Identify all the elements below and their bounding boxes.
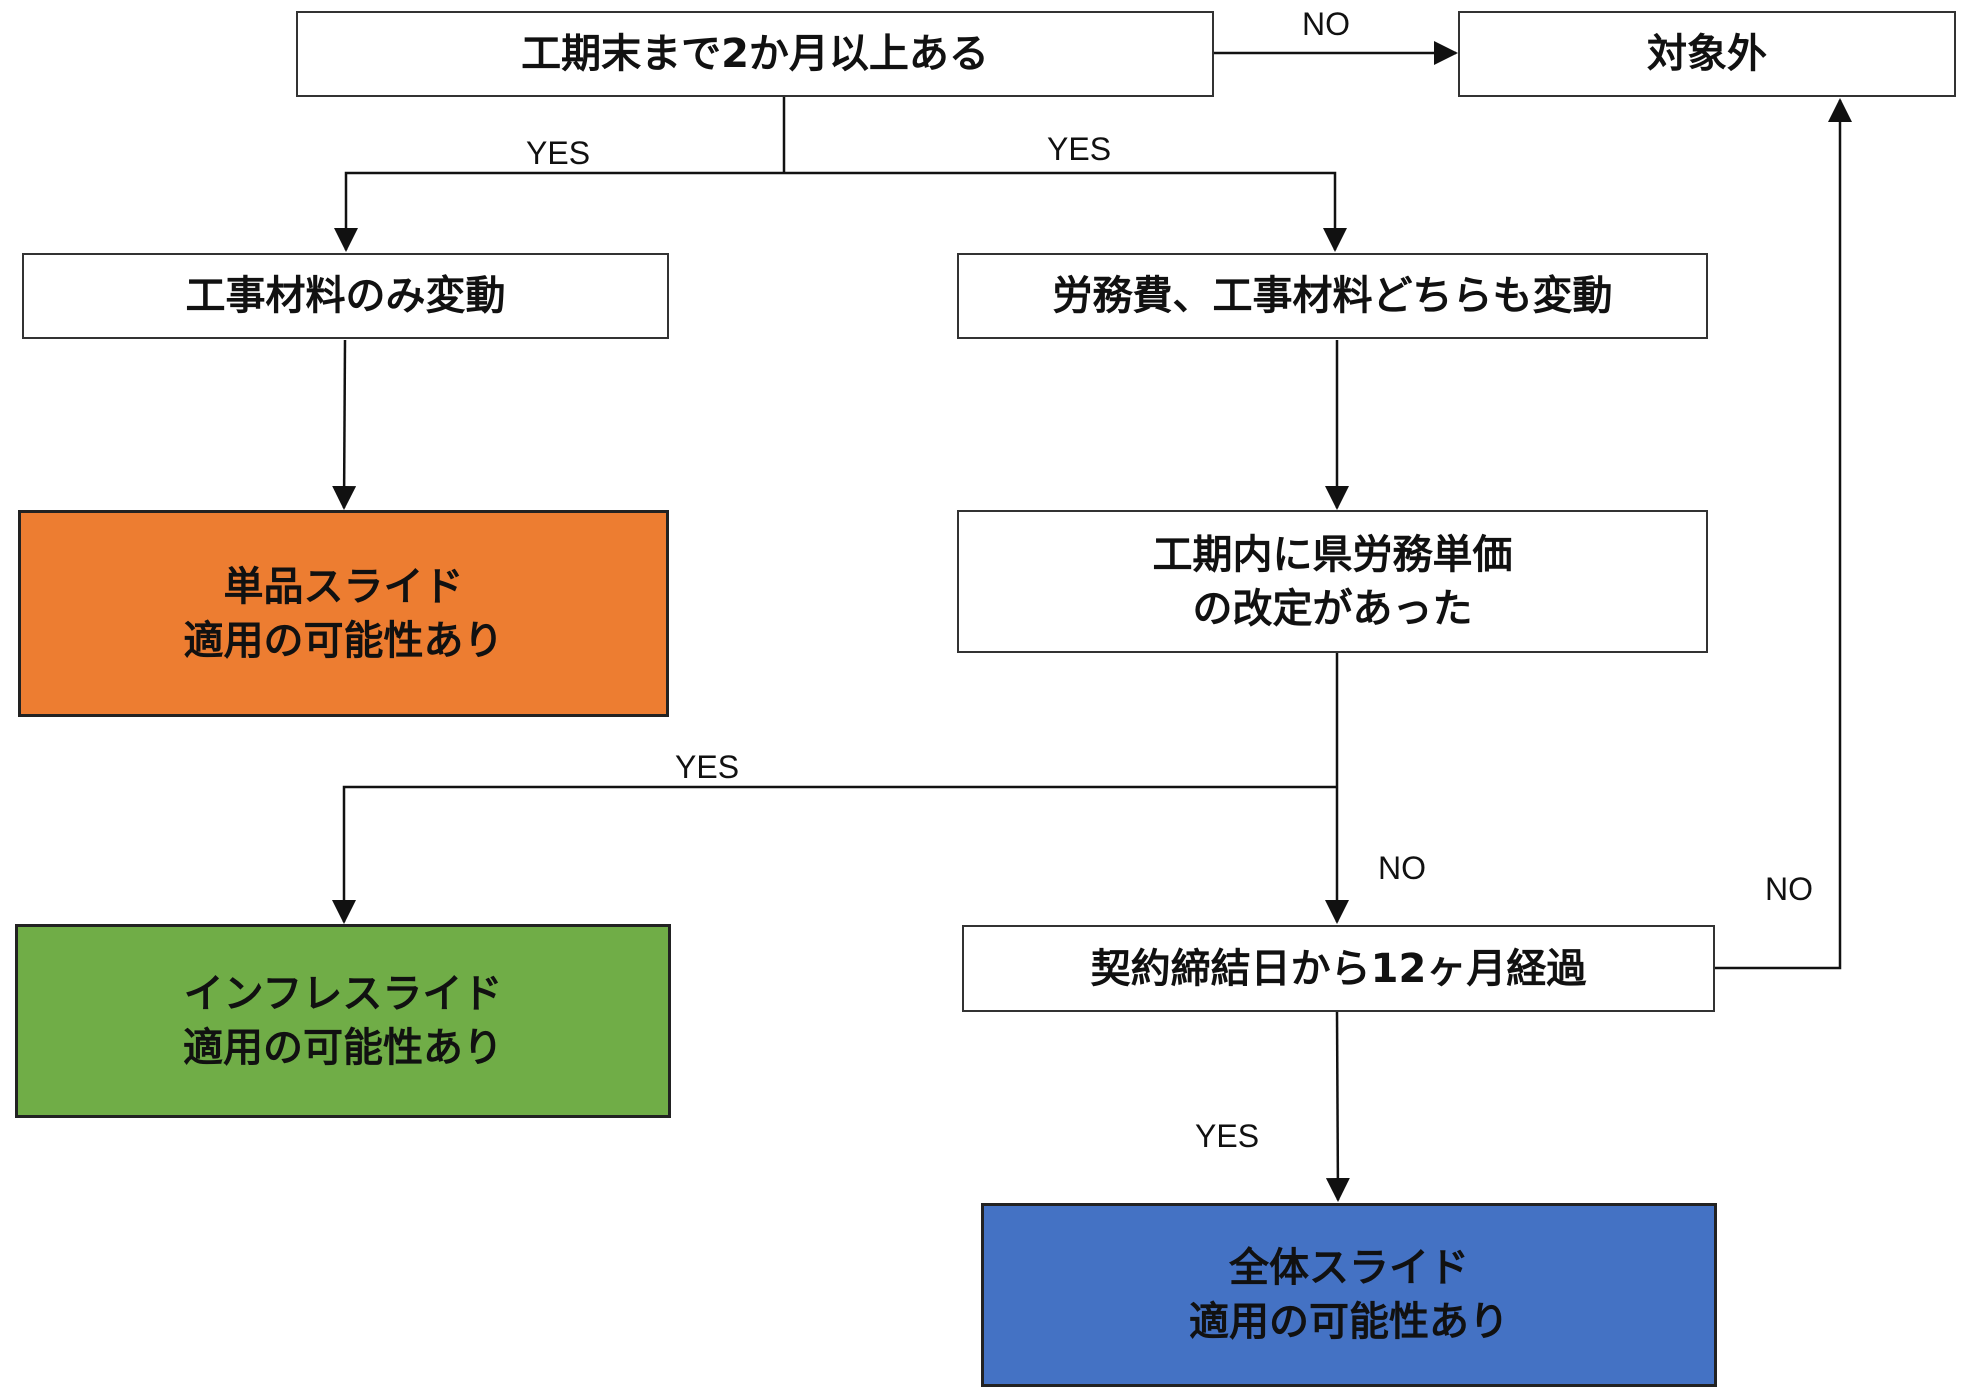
node-inflation-slide: インフレスライド 適用の可能性あり <box>15 924 671 1118</box>
node-inflation-slide-line2: 適用の可能性あり <box>183 1025 503 1071</box>
node-contract-12m: 契約締結日から12ヶ月経過 <box>962 925 1715 1012</box>
node-single-slide-line2: 適用の可能性あり <box>183 617 504 664</box>
edge-start-to-material <box>334 171 784 252</box>
node-full-slide: 全体スライド 適用の可能性あり <box>981 1203 1717 1387</box>
edge-label-revision-to-contract: NO <box>1378 850 1426 886</box>
node-out-of-scope: 対象外 <box>1458 11 1956 97</box>
node-material-only-label: 工事材料のみ変動 <box>185 273 506 319</box>
edge-start-to-both <box>784 171 1347 252</box>
edge-label-contract-to-out: NO <box>1765 871 1813 907</box>
edge-label-revision-to-inflation: YES <box>675 749 740 785</box>
edge-material-to-single <box>332 339 357 510</box>
node-both-change: 労務費、工事材料どちらも変動 <box>957 253 1708 339</box>
node-single-slide-line1: 単品スライド <box>223 563 464 610</box>
node-out-of-scope-label: 対象外 <box>1647 31 1767 77</box>
node-full-slide-line1: 全体スライド <box>1229 1245 1469 1291</box>
node-inflation-slide-line1: インフレスライド <box>183 971 503 1017</box>
node-both-change-label: 労務費、工事材料どちらも変動 <box>1052 273 1613 319</box>
edge-label-start-to-out: NO <box>1302 6 1350 42</box>
node-contract-12m-label: 契約締結日から12ヶ月経過 <box>1090 945 1587 992</box>
node-full-slide-line2: 適用の可能性あり <box>1189 1299 1509 1345</box>
node-material-only: 工事材料のみ変動 <box>22 253 669 339</box>
edge-revision-to-inflation <box>332 785 1337 924</box>
node-price-revision-line2: の改定があった <box>1192 585 1473 632</box>
node-price-revision: 工期内に県労務単価 の改定があった <box>957 510 1708 653</box>
node-start-label: 工期末まで2か月以上ある <box>521 31 989 77</box>
node-single-slide: 単品スライド 適用の可能性あり <box>18 510 669 717</box>
edge-label-start-to-material: YES <box>526 135 591 171</box>
edge-label-start-to-both: YES <box>1047 131 1112 167</box>
edge-contract-to-full <box>1325 1011 1350 1202</box>
node-price-revision-line1: 工期内に県労務単価 <box>1152 531 1513 578</box>
edge-contract-to-out <box>1714 98 1852 970</box>
node-start: 工期末まで2か月以上ある <box>296 11 1214 97</box>
edge-label-contract-to-full: YES <box>1195 1118 1260 1154</box>
